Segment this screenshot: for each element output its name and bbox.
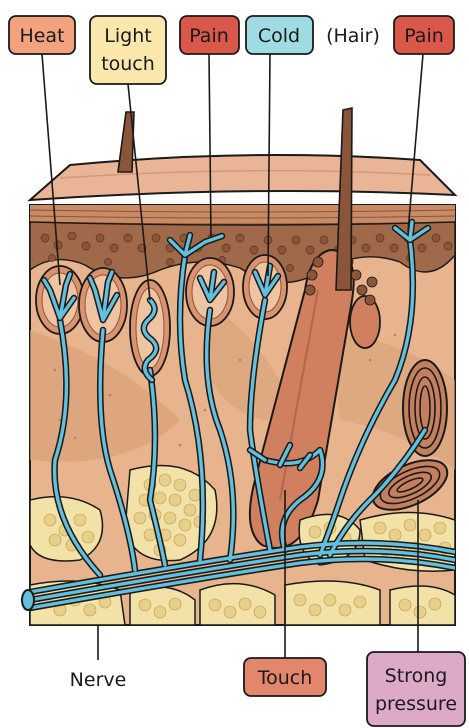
skin-block [22, 108, 455, 625]
svg-text:(Hair): (Hair) [326, 25, 380, 47]
svg-text:pressure: pressure [375, 693, 457, 715]
label-heat: Heat [9, 16, 75, 54]
label-light-touch: Light touch [90, 16, 166, 84]
svg-text:Light: Light [104, 25, 151, 47]
hair-shaft-right [336, 108, 352, 290]
svg-text:touch: touch [101, 53, 155, 75]
svg-text:Pain: Pain [189, 25, 229, 47]
svg-text:Nerve: Nerve [70, 669, 127, 691]
label-touch: Touch [244, 658, 326, 696]
label-strong-pressure: Strong pressure [367, 652, 465, 726]
label-pain-left: Pain [180, 16, 239, 54]
svg-text:Heat: Heat [19, 25, 64, 47]
svg-text:Touch: Touch [257, 667, 313, 689]
svg-text:Cold: Cold [258, 25, 300, 47]
skin-surface [30, 155, 455, 200]
label-pain-right: Pain [394, 16, 454, 54]
svg-text:Strong: Strong [385, 665, 448, 687]
svg-text:Pain: Pain [404, 25, 444, 47]
label-hair: (Hair) [326, 25, 380, 47]
label-cold: Cold [246, 16, 313, 54]
label-nerve: Nerve [70, 669, 127, 691]
nerve-cut-end [22, 590, 34, 610]
